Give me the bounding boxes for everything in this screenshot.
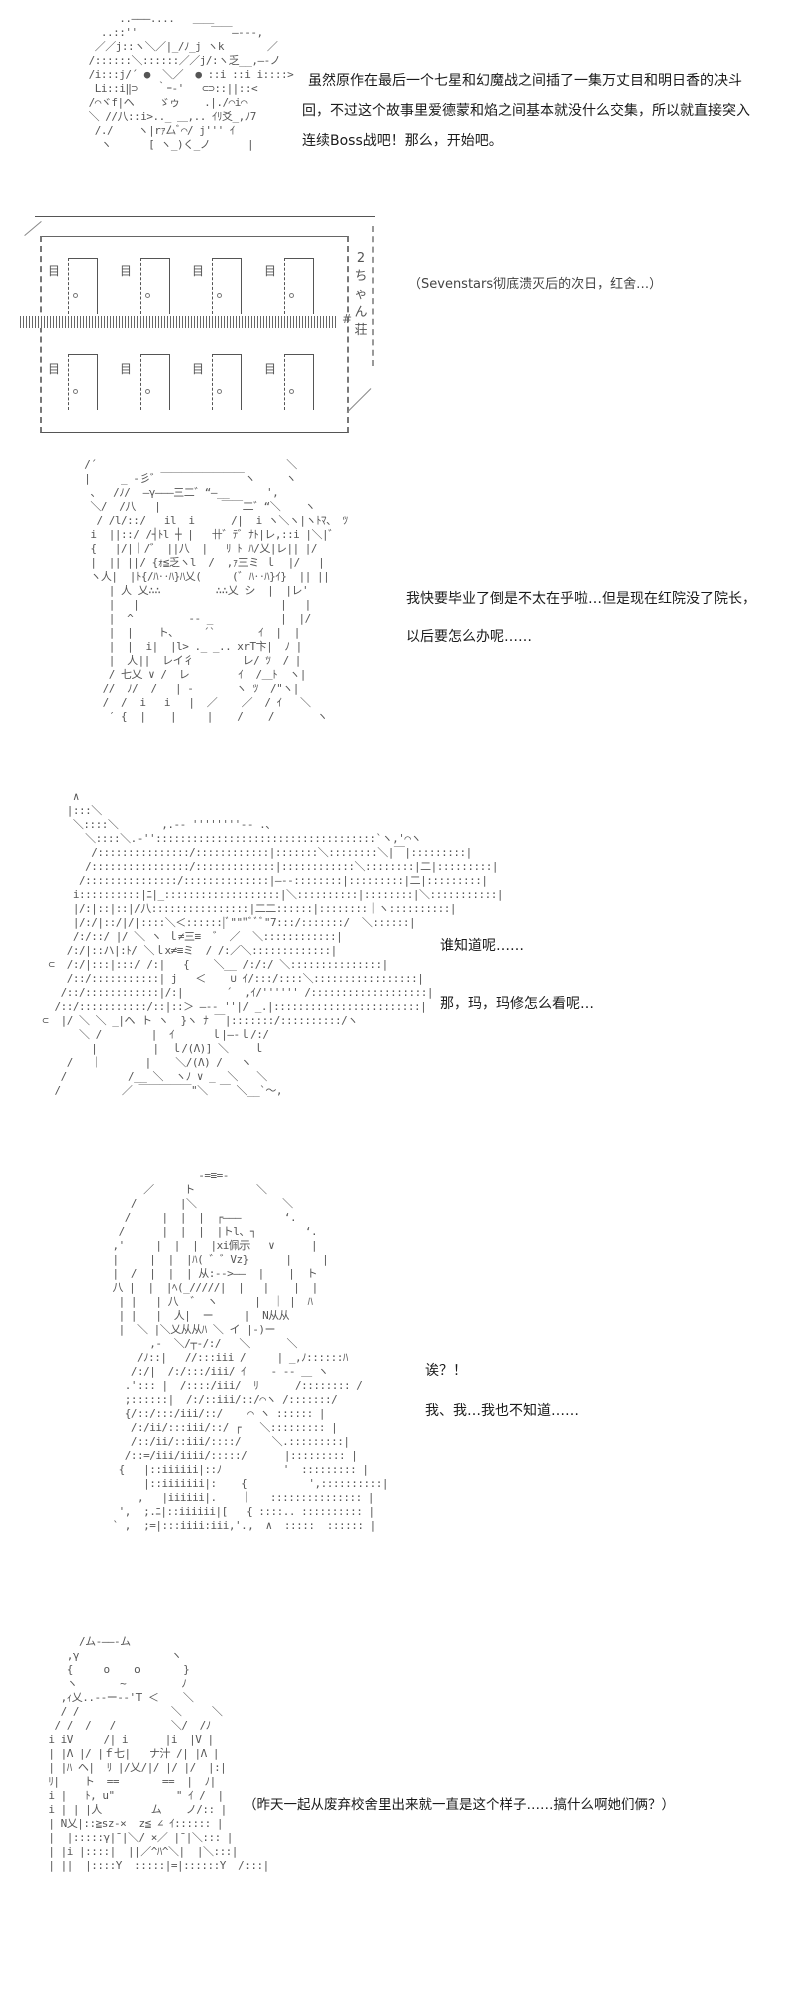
window-icon: 目 <box>192 264 205 278</box>
roof-slope <box>24 221 42 236</box>
side-slope <box>346 388 372 413</box>
panel-character-3: -=≡=- ／ ト ＼ / |＼ ＼ / | | | ┌――― ‘. / | |… <box>0 1165 800 1615</box>
intro-caption: 虽然原作在最后一个七星和幻魔战之间插了一集万丈目和明日香的决斗 回，不过这个故事… <box>302 66 750 156</box>
sign-char: ゃ <box>354 287 368 302</box>
character-3-caption: 诶？！ 我、我…我也不知道…… <box>425 1351 579 1431</box>
caption-line: 回，不过这个故事里爱德蒙和焰之间基本就没什么交集，所以就直接突入 <box>302 103 750 119</box>
apartment-building-art: 2 ち ゃ ん 荘 目 目 目 目 # 目 目 目 目 <box>20 200 380 433</box>
sign-char: 2 <box>356 251 366 266</box>
caption-line: 那，玛，玛修怎么看呢… <box>440 996 594 1012</box>
building-sign: 2 ち ゃ ん 荘 <box>353 250 369 340</box>
ascii-art-character: -=≡=- ／ ト ＼ / |＼ ＼ / | | | ┌――― ‘. / | |… <box>112 1169 389 1532</box>
door <box>68 258 98 314</box>
door <box>284 258 314 314</box>
panel-intro: ..―――.... ＿＿ ..::'' ￣￣―---, ／／j::ヽ＼／|_/ﾉ… <box>0 0 800 180</box>
window-icon: 目 <box>48 264 61 278</box>
caption-line: 谁知道呢…… <box>440 938 524 954</box>
balcony-rail <box>20 316 338 328</box>
caption-line: 我、我…我也不知道…… <box>425 1403 579 1419</box>
ascii-art-character: ∧ |:::＼ ＼::::＼ ,.-‐ ''''''''‐- .、 ＼::::＼… <box>42 790 503 1097</box>
ascii-art-chibi-character: ..―――.... ＿＿ ..::'' ￣￣―---, ／／j::ヽ＼／|_/ﾉ… <box>88 12 294 151</box>
caption-line: 我快要毕业了倒是不太在乎啦…但是现在红院没了院长， <box>406 591 756 607</box>
window-icon: 目 <box>264 264 277 278</box>
character-4-caption: （昨天一起从废弃校舍里出来就一直是这个样子……搞什么啊她们俩？） <box>243 1797 675 1813</box>
rail-end-mark: # <box>342 312 353 326</box>
door <box>140 354 170 410</box>
window-icon: 目 <box>192 362 205 376</box>
window-icon: 目 <box>48 362 61 376</box>
panel-character-2: ∧ |:::＼ ＼::::＼ ,.-‐ ''''''''‐- .、 ＼::::＼… <box>0 780 800 1140</box>
sign-char: 荘 <box>354 323 368 338</box>
door <box>212 258 242 314</box>
window-icon: 目 <box>120 362 133 376</box>
character-2-caption: 谁知道呢…… 那，玛，玛修怎么看呢… <box>440 917 594 1033</box>
caption-line: 连续Boss战吧！那么，开始吧。 <box>302 133 503 149</box>
window-icon: 目 <box>264 362 277 376</box>
panel-building: 2 ち ゃ ん 荘 目 目 目 目 # 目 目 目 目 （Sevenstars彻… <box>0 190 800 440</box>
ascii-art-mascot-character: /ム‐――‐ム ,γ ヽ { o o } ヽ ~ ﾉ ,ｨ乂..--ー-‐'T … <box>48 1635 269 1872</box>
sign-char: ん <box>354 305 368 320</box>
building-caption: （Sevenstars彻底溃灭后的次日，红舍…） <box>408 277 663 292</box>
roof-line <box>35 216 375 217</box>
window-icon: 目 <box>120 264 133 278</box>
character-1-caption: 我快要毕业了倒是不太在乎啦…但是现在红院没了院长， 以后要怎么办呢…… <box>406 580 756 656</box>
caption-line: 诶？！ <box>425 1363 467 1379</box>
door <box>68 354 98 410</box>
ascii-art-character: /´ ＼ | _ -彡゛￣￣￣￣￣￣￣￣ヽ ヽ 、 /ﾉ/ ―γ―――三二゛“―… <box>84 458 348 723</box>
panel-character-4: /ム‐――‐ム ,γ ヽ { o o } ヽ ~ ﾉ ,ｨ乂..--ー-‐'T … <box>0 1625 800 1975</box>
door <box>212 354 242 410</box>
building-wall <box>40 236 349 433</box>
panel-character-1: /´ ＼ | _ -彡゛￣￣￣￣￣￣￣￣ヽ ヽ 、 /ﾉ/ ―γ―――三二゛“―… <box>0 450 800 770</box>
door <box>284 354 314 410</box>
caption-line: 以后要怎么办呢…… <box>406 629 532 645</box>
caption-line: 虽然原作在最后一个七星和幻魔战之间插了一集万丈目和明日香的决斗 <box>308 73 742 89</box>
door <box>140 258 170 314</box>
building-side <box>350 226 374 366</box>
sign-char: ち <box>354 269 368 284</box>
